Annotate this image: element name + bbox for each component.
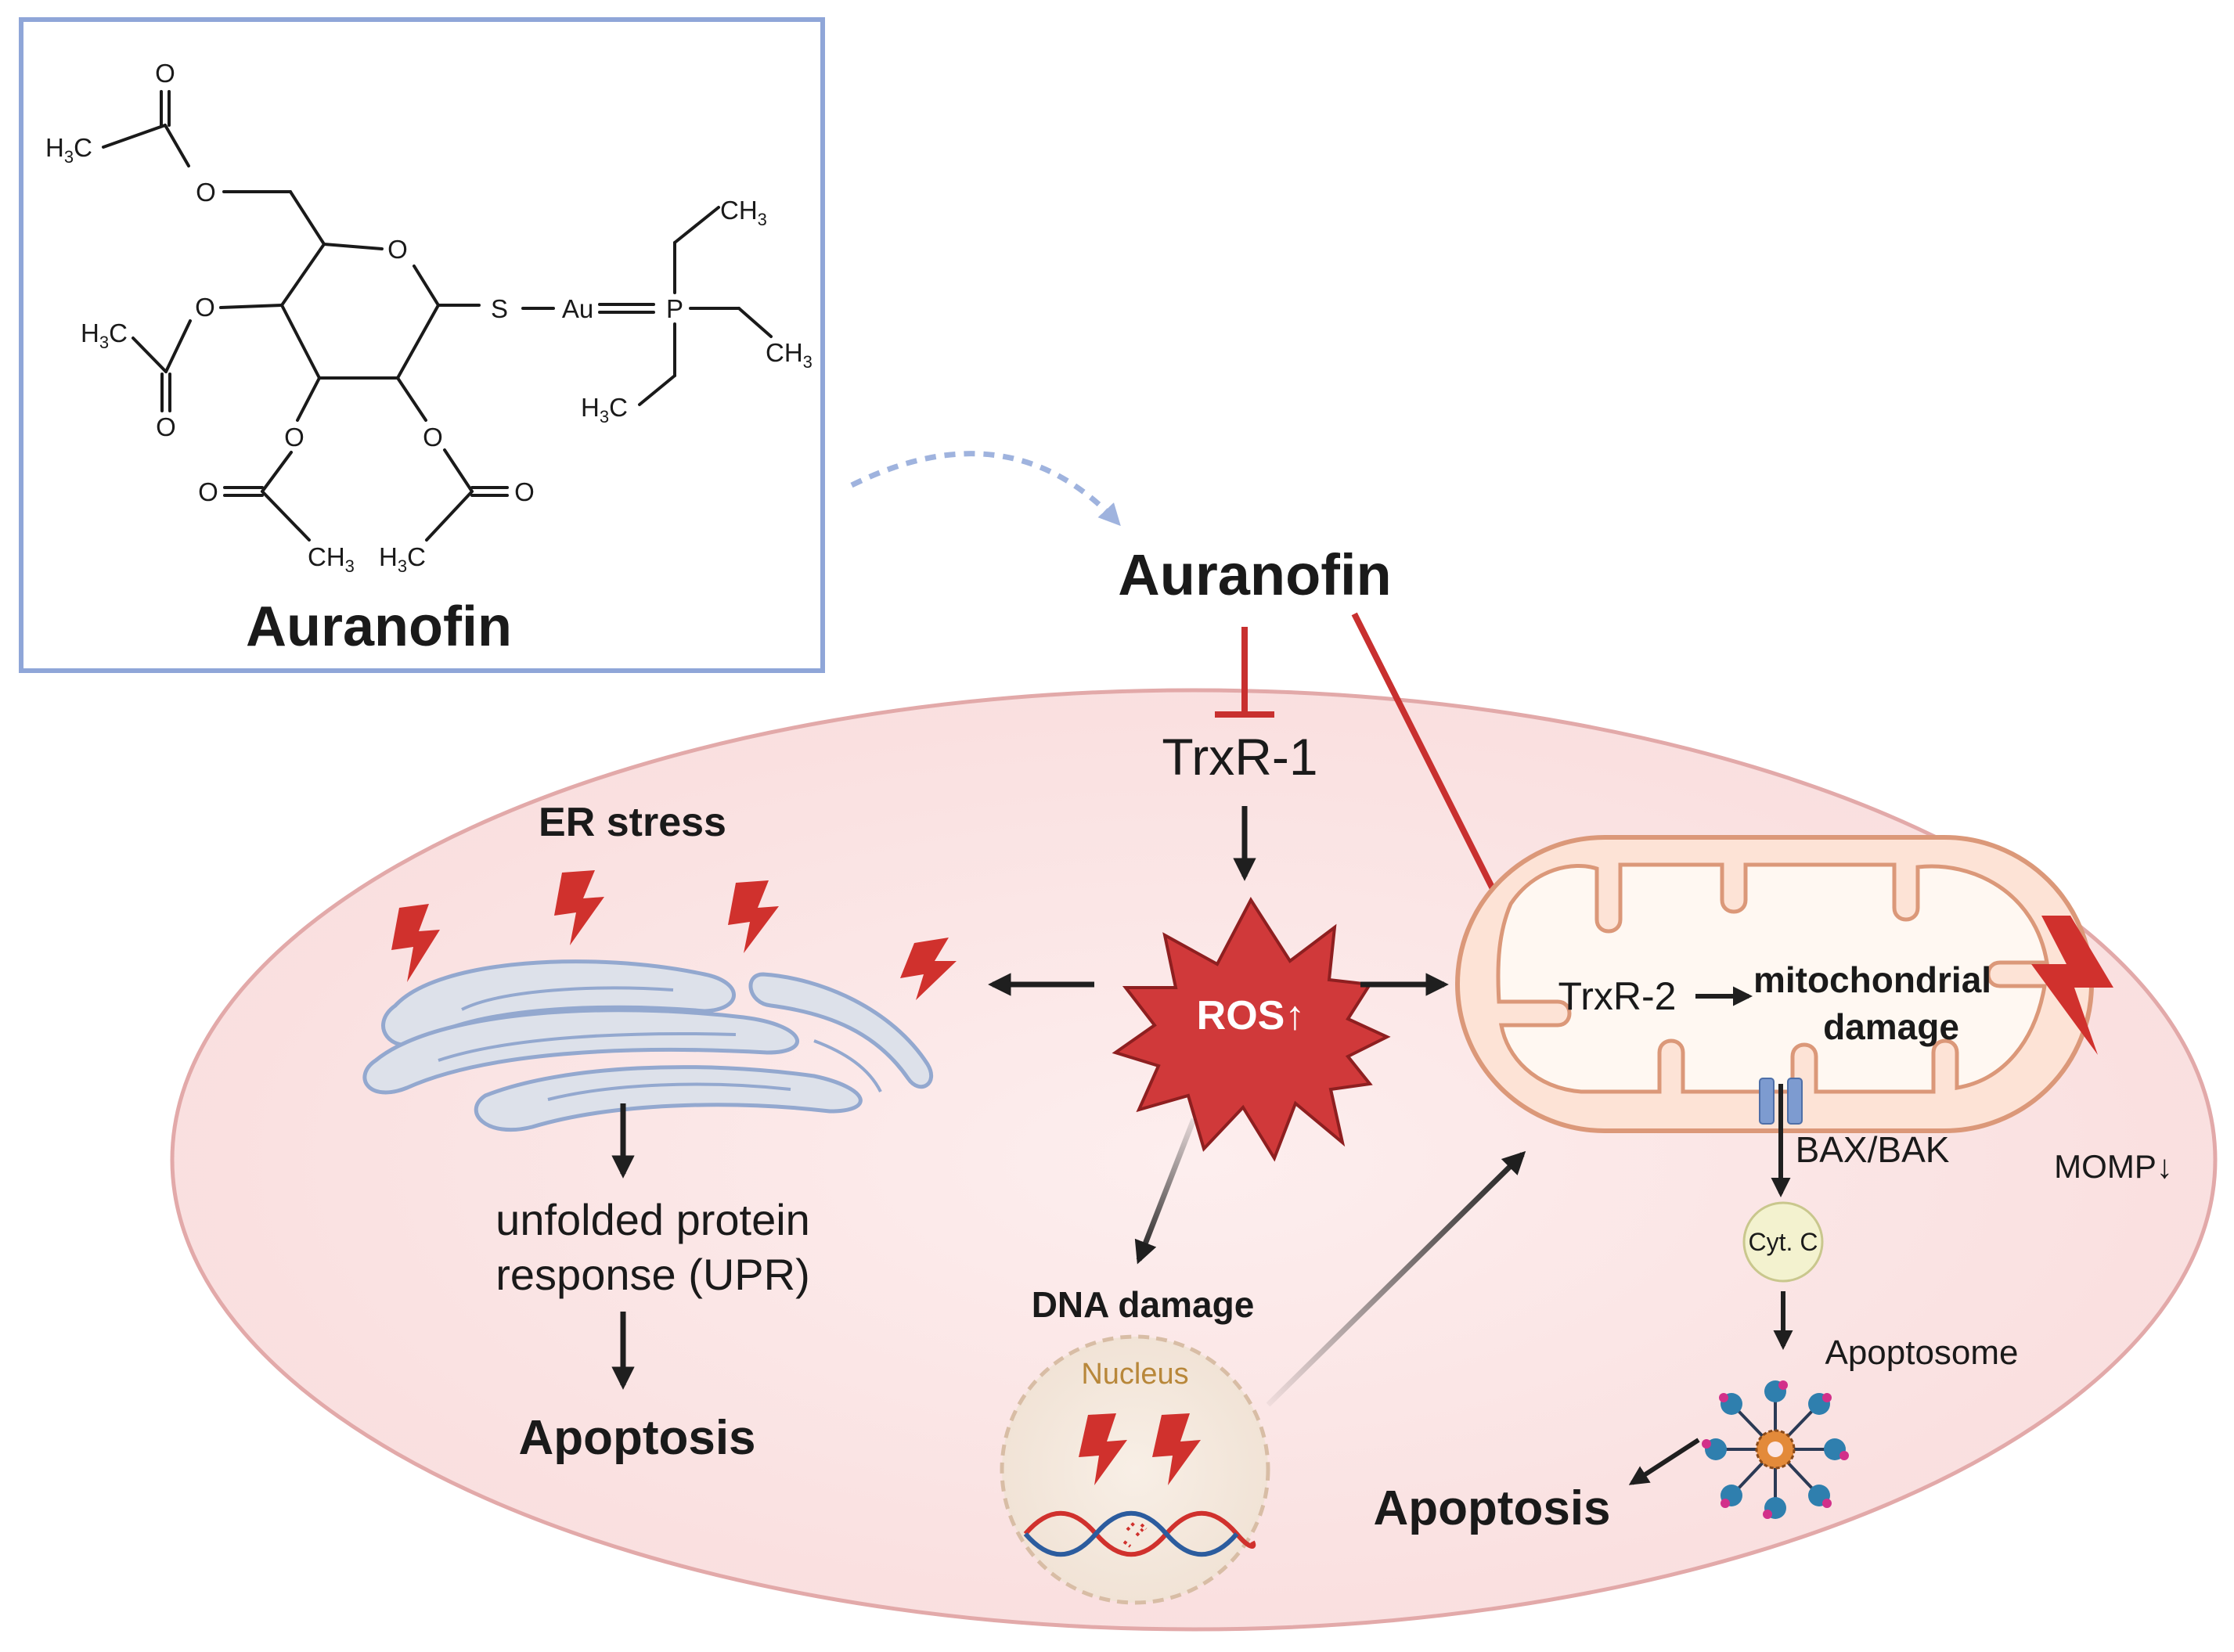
auranofin-drug-label: Auranofin <box>1118 542 1391 607</box>
trxr1-label: TrxR-1 <box>1162 728 1317 786</box>
er-cisterna-2-lumen <box>438 1031 737 1062</box>
mito-lightning-bolt-icon <box>2031 916 2113 1055</box>
mitochondrion <box>1455 835 2113 1133</box>
arrow-nucleus-to-mito <box>1266 1150 1526 1407</box>
er-cisterna-1-lumen <box>461 986 674 1011</box>
atom-o-ring: O <box>387 235 408 264</box>
structure-bonds <box>102 90 773 542</box>
bax-bak-channel <box>1759 1078 1803 1125</box>
atom-o-ester-bottom-right: O <box>423 423 443 452</box>
dashed-connector-arrow <box>850 451 1121 527</box>
atom-ch3-p-top: CH3 <box>720 196 767 229</box>
atom-o-ester-left: O <box>195 293 215 322</box>
apoptosome-hub-core <box>1767 1441 1783 1457</box>
er-cisterna-3-lumen <box>547 1082 791 1101</box>
nucleus-label: Nucleus <box>1081 1358 1188 1391</box>
atom-o-ester-bottom-left: O <box>284 423 304 452</box>
lightning-bolt-icon <box>391 904 440 982</box>
structure-box: O H3C O O O H3C O O O O O CH3 H3C S Au P… <box>19 17 825 673</box>
lightning-bolt-icon <box>1152 1413 1201 1485</box>
cyt-c-molecule <box>1742 1201 1824 1283</box>
er-stress-title: ER stress <box>539 800 726 845</box>
atom-h3c-top: H3C <box>45 133 92 167</box>
trxr2-label: TrxR-2 <box>1558 974 1677 1018</box>
bax-channel-right <box>1787 1078 1803 1125</box>
endoplasmic-reticulum <box>362 959 934 1132</box>
nucleus: Nucleus <box>1000 1334 1270 1605</box>
momp-label: MOMP↓ <box>2054 1148 2173 1185</box>
er-apoptosis-label: Apoptosis <box>518 1411 755 1465</box>
nucleus-envelope <box>1000 1334 1270 1605</box>
inhibition-trxr1 <box>1215 627 1274 718</box>
atom-phosphorus: P <box>666 294 683 323</box>
atom-ch3-bottom-left: CH3 <box>308 542 355 576</box>
cyt-c-label: Cyt. C <box>1749 1228 1818 1256</box>
mito-damage-line1: mitochondrial <box>1753 959 1991 1000</box>
lightning-bolt-icon <box>1079 1413 1127 1485</box>
er-cisterna-2 <box>362 1008 799 1095</box>
atom-gold: Au <box>562 294 593 323</box>
structure-title: Auranofin <box>246 596 512 658</box>
lightning-bolt-icon <box>900 938 957 1000</box>
atom-o-carbonyl-bottom-left: O <box>198 477 218 506</box>
ros-label: ROS↑ <box>1197 993 1306 1038</box>
atom-sulfur: S <box>491 294 508 323</box>
arrow-ros-to-dna <box>1134 1118 1197 1265</box>
er-lightning-bolts <box>391 870 957 1000</box>
lightning-bolt-icon <box>554 870 604 945</box>
dna-damage-label: DNA damage <box>1032 1284 1255 1325</box>
atom-ch3-p-right: CH3 <box>766 338 813 372</box>
apoptosome-label: Apoptosome <box>1825 1333 2018 1372</box>
atom-h3c-left: H3C <box>81 319 128 352</box>
upr-label-line2: response (UPR) <box>495 1250 809 1299</box>
lightning-bolt-icon <box>728 880 779 953</box>
atom-h3c-bottom-right: H3C <box>379 542 426 576</box>
structure-atom-labels: O H3C O O O H3C O O O O O CH3 H3C S Au P… <box>45 59 813 576</box>
er-cisterna-4 <box>748 972 934 1089</box>
mito-apoptosis-label: Apoptosis <box>1373 1481 1610 1535</box>
apoptosome-complex <box>1702 1380 1849 1519</box>
dna-double-helix <box>1023 1510 1256 1557</box>
upr-label-line1: unfolded protein <box>495 1195 810 1244</box>
mitochondrion-inner-membrane <box>1496 862 2049 1094</box>
atom-o-top: O <box>155 59 175 88</box>
atom-o-carbonyl-bottom-right: O <box>514 477 535 506</box>
mito-damage-line2: damage <box>1823 1006 1959 1047</box>
atom-h3c-p-bottom: H3C <box>581 393 628 426</box>
er-cisterna-3 <box>474 1065 863 1132</box>
bax-bak-label: BAX/BAK <box>1796 1129 1950 1170</box>
atom-o-carbonyl-left: O <box>156 412 176 441</box>
bax-channel-left <box>1759 1078 1775 1125</box>
atom-o-ester-top: O <box>196 178 216 207</box>
apoptosome-caspases <box>1702 1380 1849 1519</box>
er-cisterna-5 <box>813 1039 882 1092</box>
arrow-apoptosome-to-apoptosis <box>1628 1438 1700 1485</box>
